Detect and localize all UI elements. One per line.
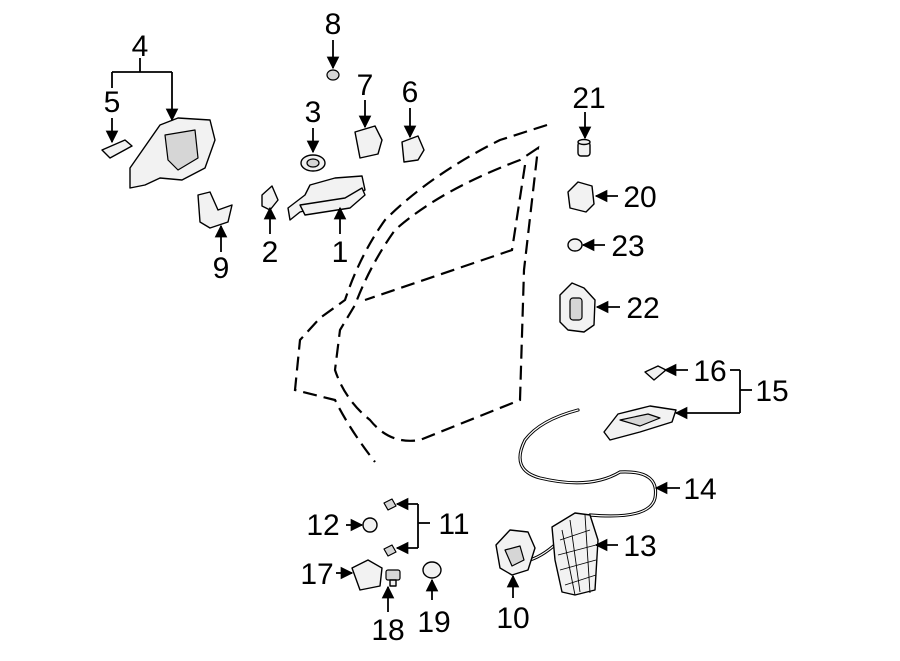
callout-15: 15 xyxy=(755,375,788,408)
callout-14: 14 xyxy=(683,473,716,506)
callout-20: 20 xyxy=(623,181,656,214)
callout-10: 10 xyxy=(496,602,529,635)
door-outline xyxy=(293,123,548,463)
hinge-part xyxy=(559,282,596,333)
callout-3: 3 xyxy=(305,96,322,129)
inside-handle-part xyxy=(603,405,677,441)
callout-19: 19 xyxy=(417,606,450,639)
callout-1: 1 xyxy=(332,236,349,269)
callout-2: 2 xyxy=(262,236,279,269)
callout-5: 5 xyxy=(104,86,121,119)
callout-7: 7 xyxy=(357,69,374,102)
outside-handle-part xyxy=(287,175,366,221)
callout-16: 16 xyxy=(693,355,726,388)
callout-22: 22 xyxy=(626,292,659,325)
callout-17: 17 xyxy=(300,558,333,591)
screws-part xyxy=(383,498,397,557)
handle-gasket-part xyxy=(197,191,233,229)
callout-9: 9 xyxy=(213,252,230,285)
leader-lines xyxy=(105,40,752,612)
seal-part xyxy=(362,517,378,533)
handle-bezel-cap-part xyxy=(644,365,667,381)
callout-4: 4 xyxy=(132,30,149,63)
callout-8: 8 xyxy=(325,8,342,41)
callout-6: 6 xyxy=(402,76,419,109)
clip-part xyxy=(326,69,340,81)
striker-part xyxy=(567,181,595,213)
latch-part xyxy=(495,529,536,576)
sound-pad-part xyxy=(551,512,599,596)
handle-reinforcement-part xyxy=(101,117,216,189)
grommet-part xyxy=(422,561,442,579)
callout-13: 13 xyxy=(623,530,656,563)
callout-12: 12 xyxy=(306,509,339,542)
check-bracket-part xyxy=(351,559,383,591)
bumper-part xyxy=(577,138,591,157)
trim-cap-part xyxy=(401,135,425,163)
cap-part xyxy=(354,125,383,159)
handle-pad-part xyxy=(261,185,279,211)
lock-cylinder-part xyxy=(300,154,326,172)
callout-18: 18 xyxy=(371,614,404,647)
bolt-part xyxy=(385,569,401,587)
callout-21: 21 xyxy=(572,82,605,115)
callout-labels: 1 2 3 4 5 6 7 8 9 10 11 12 13 14 15 16 1… xyxy=(104,8,789,647)
plug-part xyxy=(567,238,583,252)
callout-11: 11 xyxy=(438,508,469,541)
callout-23: 23 xyxy=(611,230,644,263)
